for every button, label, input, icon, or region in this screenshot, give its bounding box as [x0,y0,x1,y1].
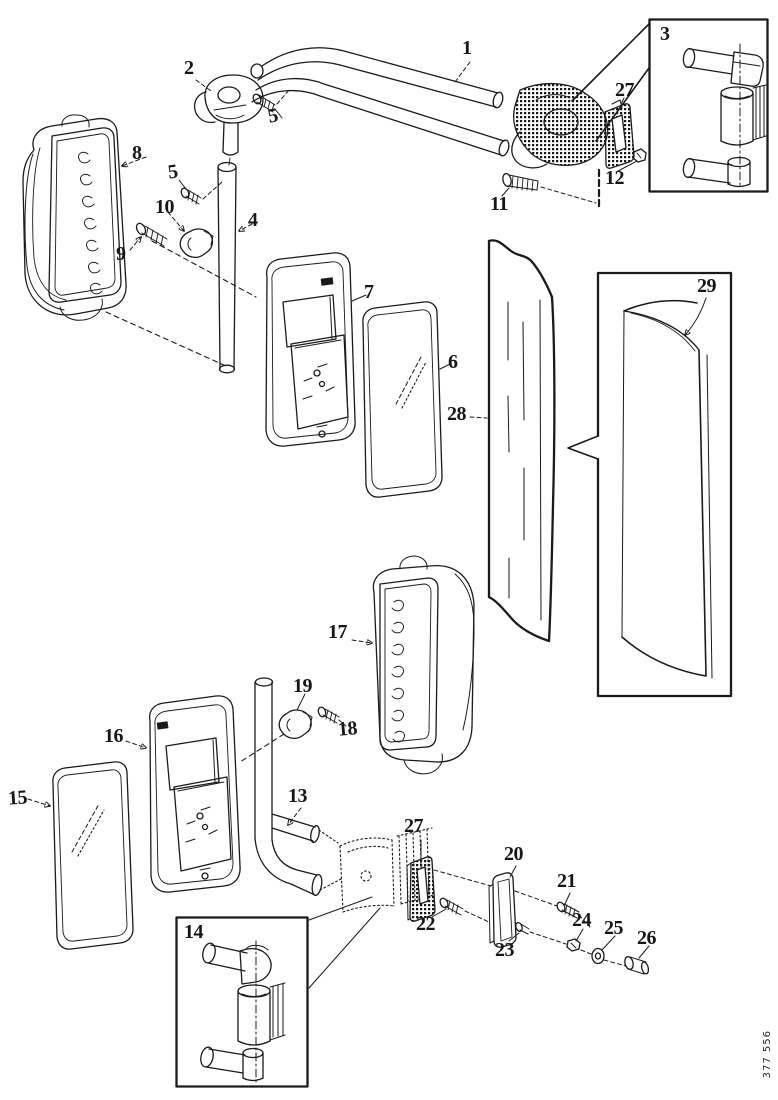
part-label-7: 7 [364,281,374,303]
part-label-26: 26 [637,927,657,949]
screw-18 [239,706,347,763]
inset-box-14 [175,916,309,1088]
mirror-housing-17 [351,555,475,775]
plug-bolt-26 [624,945,650,975]
part-label-27-bottom: 27 [404,815,424,837]
nut-12 [617,148,647,172]
part-label-5-mid: 5 [166,160,179,184]
part-label-22: 22 [416,913,436,935]
part-label-6: 6 [448,351,458,373]
support-tube-4 [217,161,253,374]
part-label-13: 13 [288,785,308,807]
part-label-11: 11 [490,193,508,215]
inset-box-3 [571,18,769,193]
inset-box-29 [567,271,733,698]
part-label-25: 25 [604,917,624,939]
mirror-glass-6 [362,301,451,498]
part-label-9: 9 [116,243,126,265]
part-label-28: 28 [447,403,467,425]
clamp-10 [167,211,214,258]
document-code: 377 556 [762,1030,773,1079]
mirror-housing-8 [22,114,147,321]
part-label-12: 12 [605,167,625,189]
arm-mount-head [193,74,264,166]
screw-9 [129,222,168,251]
mirror-glass-15 [27,761,134,950]
part-label-15: 15 [7,786,28,810]
part-label-8: 8 [132,142,142,164]
part-label-4: 4 [248,209,258,231]
assembly-dashed-lines-bottom [433,869,627,967]
washer-25 [591,935,616,965]
mirror-arm-tubes [250,47,510,157]
part-label-2: 2 [184,57,194,79]
bracket-27-bottom [406,839,436,922]
part-label-1: 1 [462,37,472,59]
screw-5-mid [178,179,223,205]
mirror-body-7 [265,252,367,447]
part-label-3: 3 [660,23,670,45]
support-tube-13 [254,677,342,897]
part-label-10: 10 [155,196,175,218]
part-label-18: 18 [337,717,358,741]
part-label-23: 23 [495,939,515,961]
screw-21 [556,892,580,919]
part-label-29: 29 [697,275,717,297]
part-label-21: 21 [557,870,577,892]
assembly-dashed-lines [105,240,257,367]
spacer-plate-20 [488,865,517,948]
screw-22 [431,897,490,923]
part-label-24: 24 [572,909,592,931]
mirror-body-16 [125,695,241,893]
part-label-17: 17 [328,621,348,643]
bolt-11 [501,172,597,204]
screw-5-top [252,89,290,119]
nut-24 [566,928,584,952]
part-label-27-top: 27 [615,79,635,101]
part-label-14: 14 [184,921,204,943]
part-label-20: 20 [504,843,524,865]
deflector-panel-28 [469,239,556,643]
part-label-16: 16 [104,725,124,747]
bracket-19 [278,693,313,739]
arm-clamp-body [511,82,609,211]
bolt-23 [508,921,530,942]
part-label-19: 19 [293,675,313,697]
